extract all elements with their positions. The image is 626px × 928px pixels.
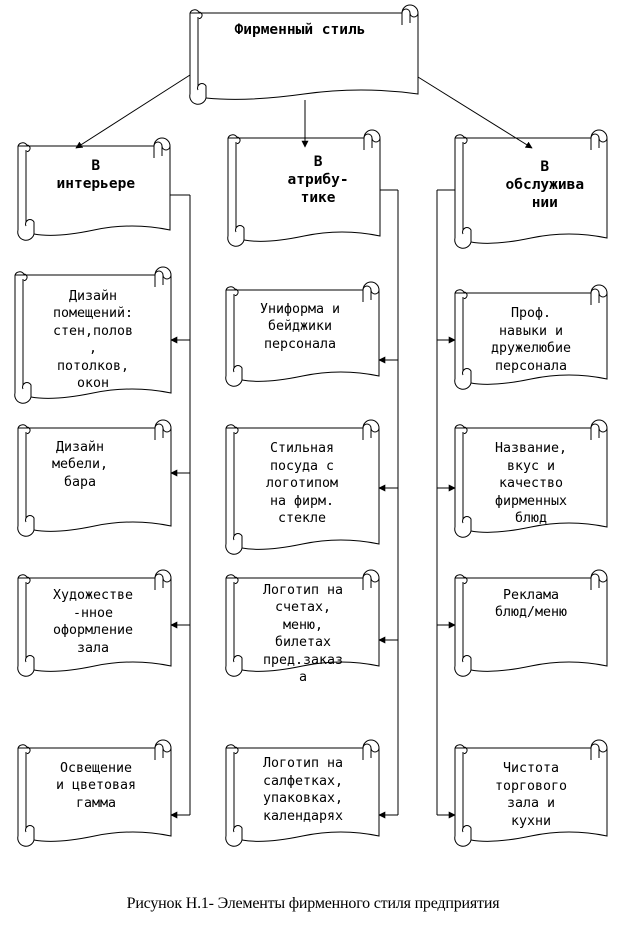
category-scroll-service <box>454 129 608 249</box>
item-label-interior-2: Дизайн мебели, бара <box>52 439 109 490</box>
connectors <box>75 74 533 819</box>
item-label-service-3: Реклама блюд/меню <box>495 587 568 621</box>
item-label-service-4: Чистота торгового зала и кухни <box>495 761 568 829</box>
item-scroll-interior-3 <box>17 569 172 677</box>
item-scroll-attributes-4 <box>225 739 380 847</box>
item-scroll-attributes-1 <box>225 281 380 387</box>
item-scroll-service-3 <box>454 569 608 677</box>
item-scroll-attributes-2 <box>225 419 380 555</box>
arrow-root-to-service <box>417 76 533 149</box>
category-scroll-attributes <box>227 129 381 247</box>
category-label-interior: В интерьере <box>56 158 136 192</box>
category-scroll-interior <box>17 137 171 241</box>
category-label-service: В обслужива нии <box>505 159 585 211</box>
item-scroll-interior-4 <box>17 739 172 847</box>
category-label-attributes: В атрибу- тике <box>287 154 349 206</box>
scroll-shapes <box>14 4 608 847</box>
item-label-interior-1: Дизайн помещений: стен,полов , потолков,… <box>53 288 134 392</box>
item-scroll-interior-1 <box>14 266 172 404</box>
root-scroll <box>189 4 419 105</box>
caption-text: Рисунок Н.1- Элементы фирменного стиля п… <box>126 895 500 912</box>
item-label-attributes-2: Стильная посуда с логотипом на фирм. сте… <box>266 441 339 526</box>
item-label-interior-3: Художестве -нное оформление зала <box>53 588 134 656</box>
figure-caption: Рисунок Н.1- Элементы фирменного стиля п… <box>0 895 626 913</box>
item-label-attributes-3: Логотип на счетах, меню, билетах пред.за… <box>263 582 344 686</box>
item-scroll-service-1 <box>454 284 608 390</box>
item-label-service-2: Название, вкус и качество фирменных блюд <box>495 441 568 526</box>
item-label-interior-4: Освещение и цветовая гамма <box>56 760 137 811</box>
item-scroll-service-4 <box>454 739 608 847</box>
item-scroll-interior-2 <box>17 419 172 537</box>
item-scroll-service-2 <box>454 419 608 538</box>
item-scroll-attributes-3 <box>225 569 380 677</box>
arrow-root-to-interior <box>75 74 191 149</box>
item-label-attributes-1: Униформа и бейджики персонала <box>260 301 341 352</box>
item-label-attributes-4: Логотип на салфетках, упаковках, календа… <box>263 756 344 824</box>
root-label: Фирменный стиль <box>234 22 366 38</box>
item-label-service-1: Проф. навыки и дружелюбие персонала <box>491 306 572 374</box>
